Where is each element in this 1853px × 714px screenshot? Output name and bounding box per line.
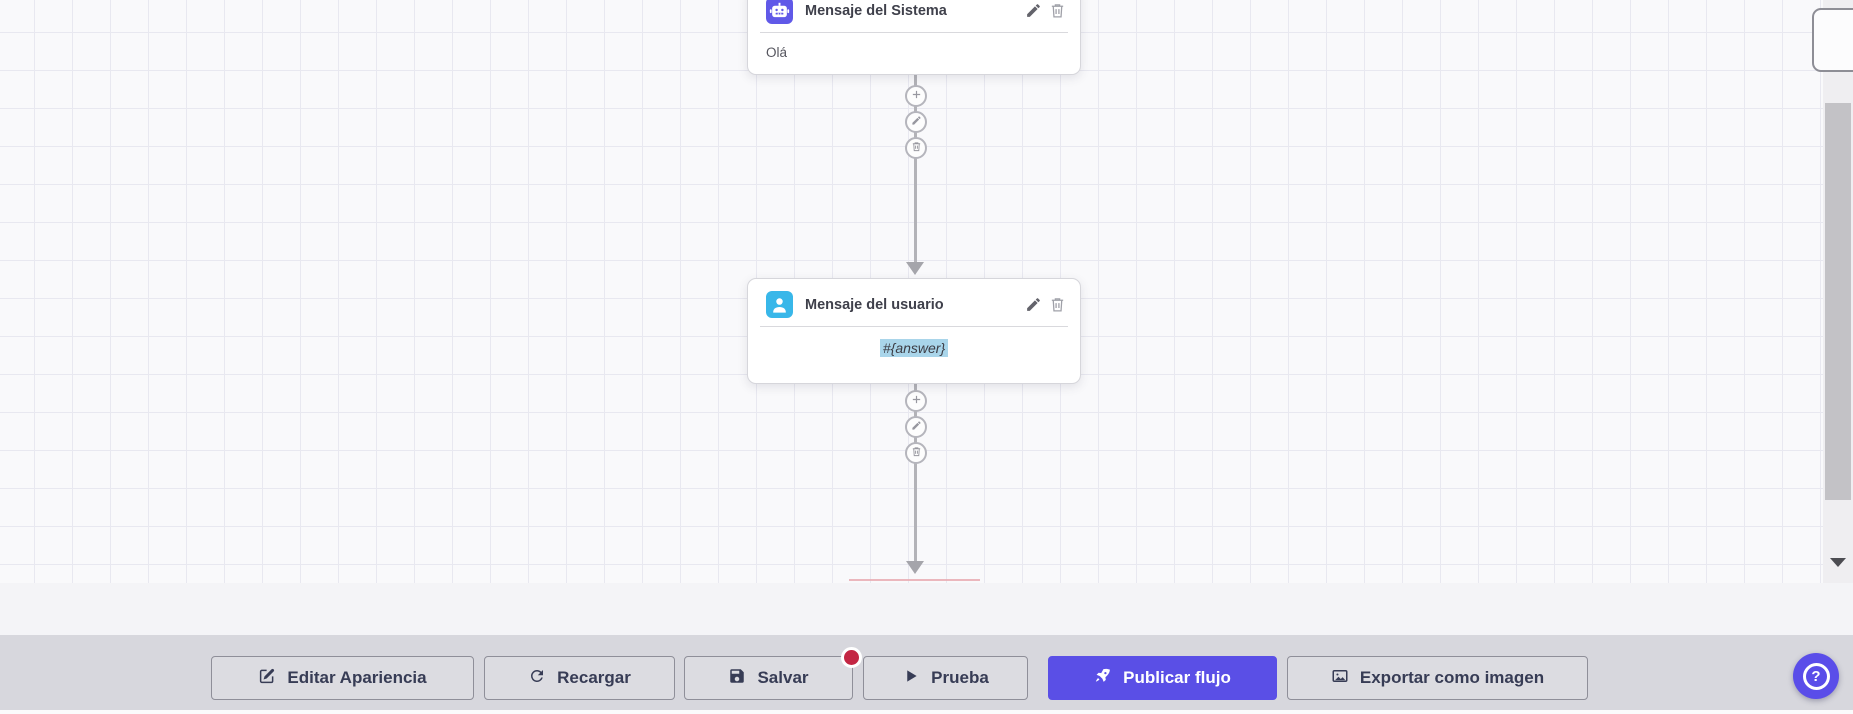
edit-icon[interactable] xyxy=(1025,296,1042,313)
node-body-text: Olá xyxy=(766,45,788,60)
edit-node-button[interactable] xyxy=(905,416,927,438)
publish-flow-button[interactable]: Publicar flujo xyxy=(1048,656,1277,700)
node-title: Mensaje del usuario xyxy=(805,296,944,313)
help-label: ? xyxy=(1811,667,1821,685)
save-icon xyxy=(728,667,746,690)
delete-node-button[interactable] xyxy=(905,137,927,159)
robot-icon xyxy=(766,0,793,24)
rocket-icon xyxy=(1094,667,1112,690)
edit-node-button[interactable] xyxy=(905,111,927,133)
card-divider xyxy=(760,326,1068,327)
arrow-down-icon xyxy=(906,262,924,275)
trash-icon xyxy=(911,444,922,462)
scrollbar-down-arrow-icon[interactable] xyxy=(1830,558,1846,567)
question-mark-icon: ? xyxy=(1802,662,1830,690)
next-node-edge xyxy=(849,579,980,581)
button-label: Editar Apariencia xyxy=(287,668,427,687)
vertical-scrollbar-thumb[interactable] xyxy=(1825,103,1851,500)
add-node-button[interactable] xyxy=(905,390,927,412)
button-label: Prueba xyxy=(931,668,989,687)
refresh-icon xyxy=(528,667,546,690)
pencil-icon xyxy=(911,113,922,131)
button-label: Exportar como imagen xyxy=(1359,668,1545,687)
trash-icon xyxy=(911,139,922,157)
node-title: Mensaje del Sistema xyxy=(805,2,947,19)
node-actions xyxy=(1025,296,1066,313)
edit-square-icon xyxy=(258,667,276,690)
help-button[interactable]: ? xyxy=(1793,653,1839,699)
node-user-message[interactable]: Mensaje del usuario #{answer} xyxy=(747,278,1081,384)
unsaved-changes-badge xyxy=(841,647,862,668)
node-body-text: #{answer} xyxy=(748,327,1080,373)
connector-line xyxy=(914,70,917,262)
play-icon xyxy=(902,667,920,690)
connector-line xyxy=(914,384,917,562)
arrow-down-icon xyxy=(906,561,924,574)
save-button[interactable]: Salvar xyxy=(684,647,862,700)
answer-variable-chip[interactable]: #{answer} xyxy=(879,339,949,357)
plus-icon xyxy=(911,392,922,410)
clipped-side-panel[interactable] xyxy=(1812,8,1853,72)
export-image-button[interactable]: Exportar como imagen xyxy=(1287,656,1588,700)
pencil-icon xyxy=(911,418,922,436)
node-system-message[interactable]: Mensaje del Sistema Olá xyxy=(747,0,1081,75)
button-label: Publicar flujo xyxy=(1123,668,1231,687)
trash-icon[interactable] xyxy=(1049,2,1066,19)
delete-node-button[interactable] xyxy=(905,442,927,464)
add-node-button[interactable] xyxy=(905,85,927,107)
trash-icon[interactable] xyxy=(1049,296,1066,313)
flow-canvas[interactable]: Mensaje del Sistema Olá xyxy=(0,0,1853,583)
edit-appearance-button[interactable]: Editar Apariencia xyxy=(211,656,474,700)
test-button[interactable]: Prueba xyxy=(863,656,1028,700)
card-divider xyxy=(760,32,1068,33)
canvas-footer-gap xyxy=(0,583,1853,635)
plus-icon xyxy=(911,87,922,105)
reload-button[interactable]: Recargar xyxy=(484,656,675,700)
node-header: Mensaje del Sistema xyxy=(748,0,1080,32)
image-icon xyxy=(1331,667,1349,690)
user-icon xyxy=(766,291,793,318)
node-header: Mensaje del usuario xyxy=(748,279,1080,326)
node-actions xyxy=(1025,2,1066,19)
edit-icon[interactable] xyxy=(1025,2,1042,19)
page-bottom-edge xyxy=(0,710,1853,714)
button-label: Salvar xyxy=(757,668,809,687)
button-label: Recargar xyxy=(557,668,631,687)
bottom-toolbar: Editar Apariencia Recargar Salvar Prueba xyxy=(0,635,1853,710)
